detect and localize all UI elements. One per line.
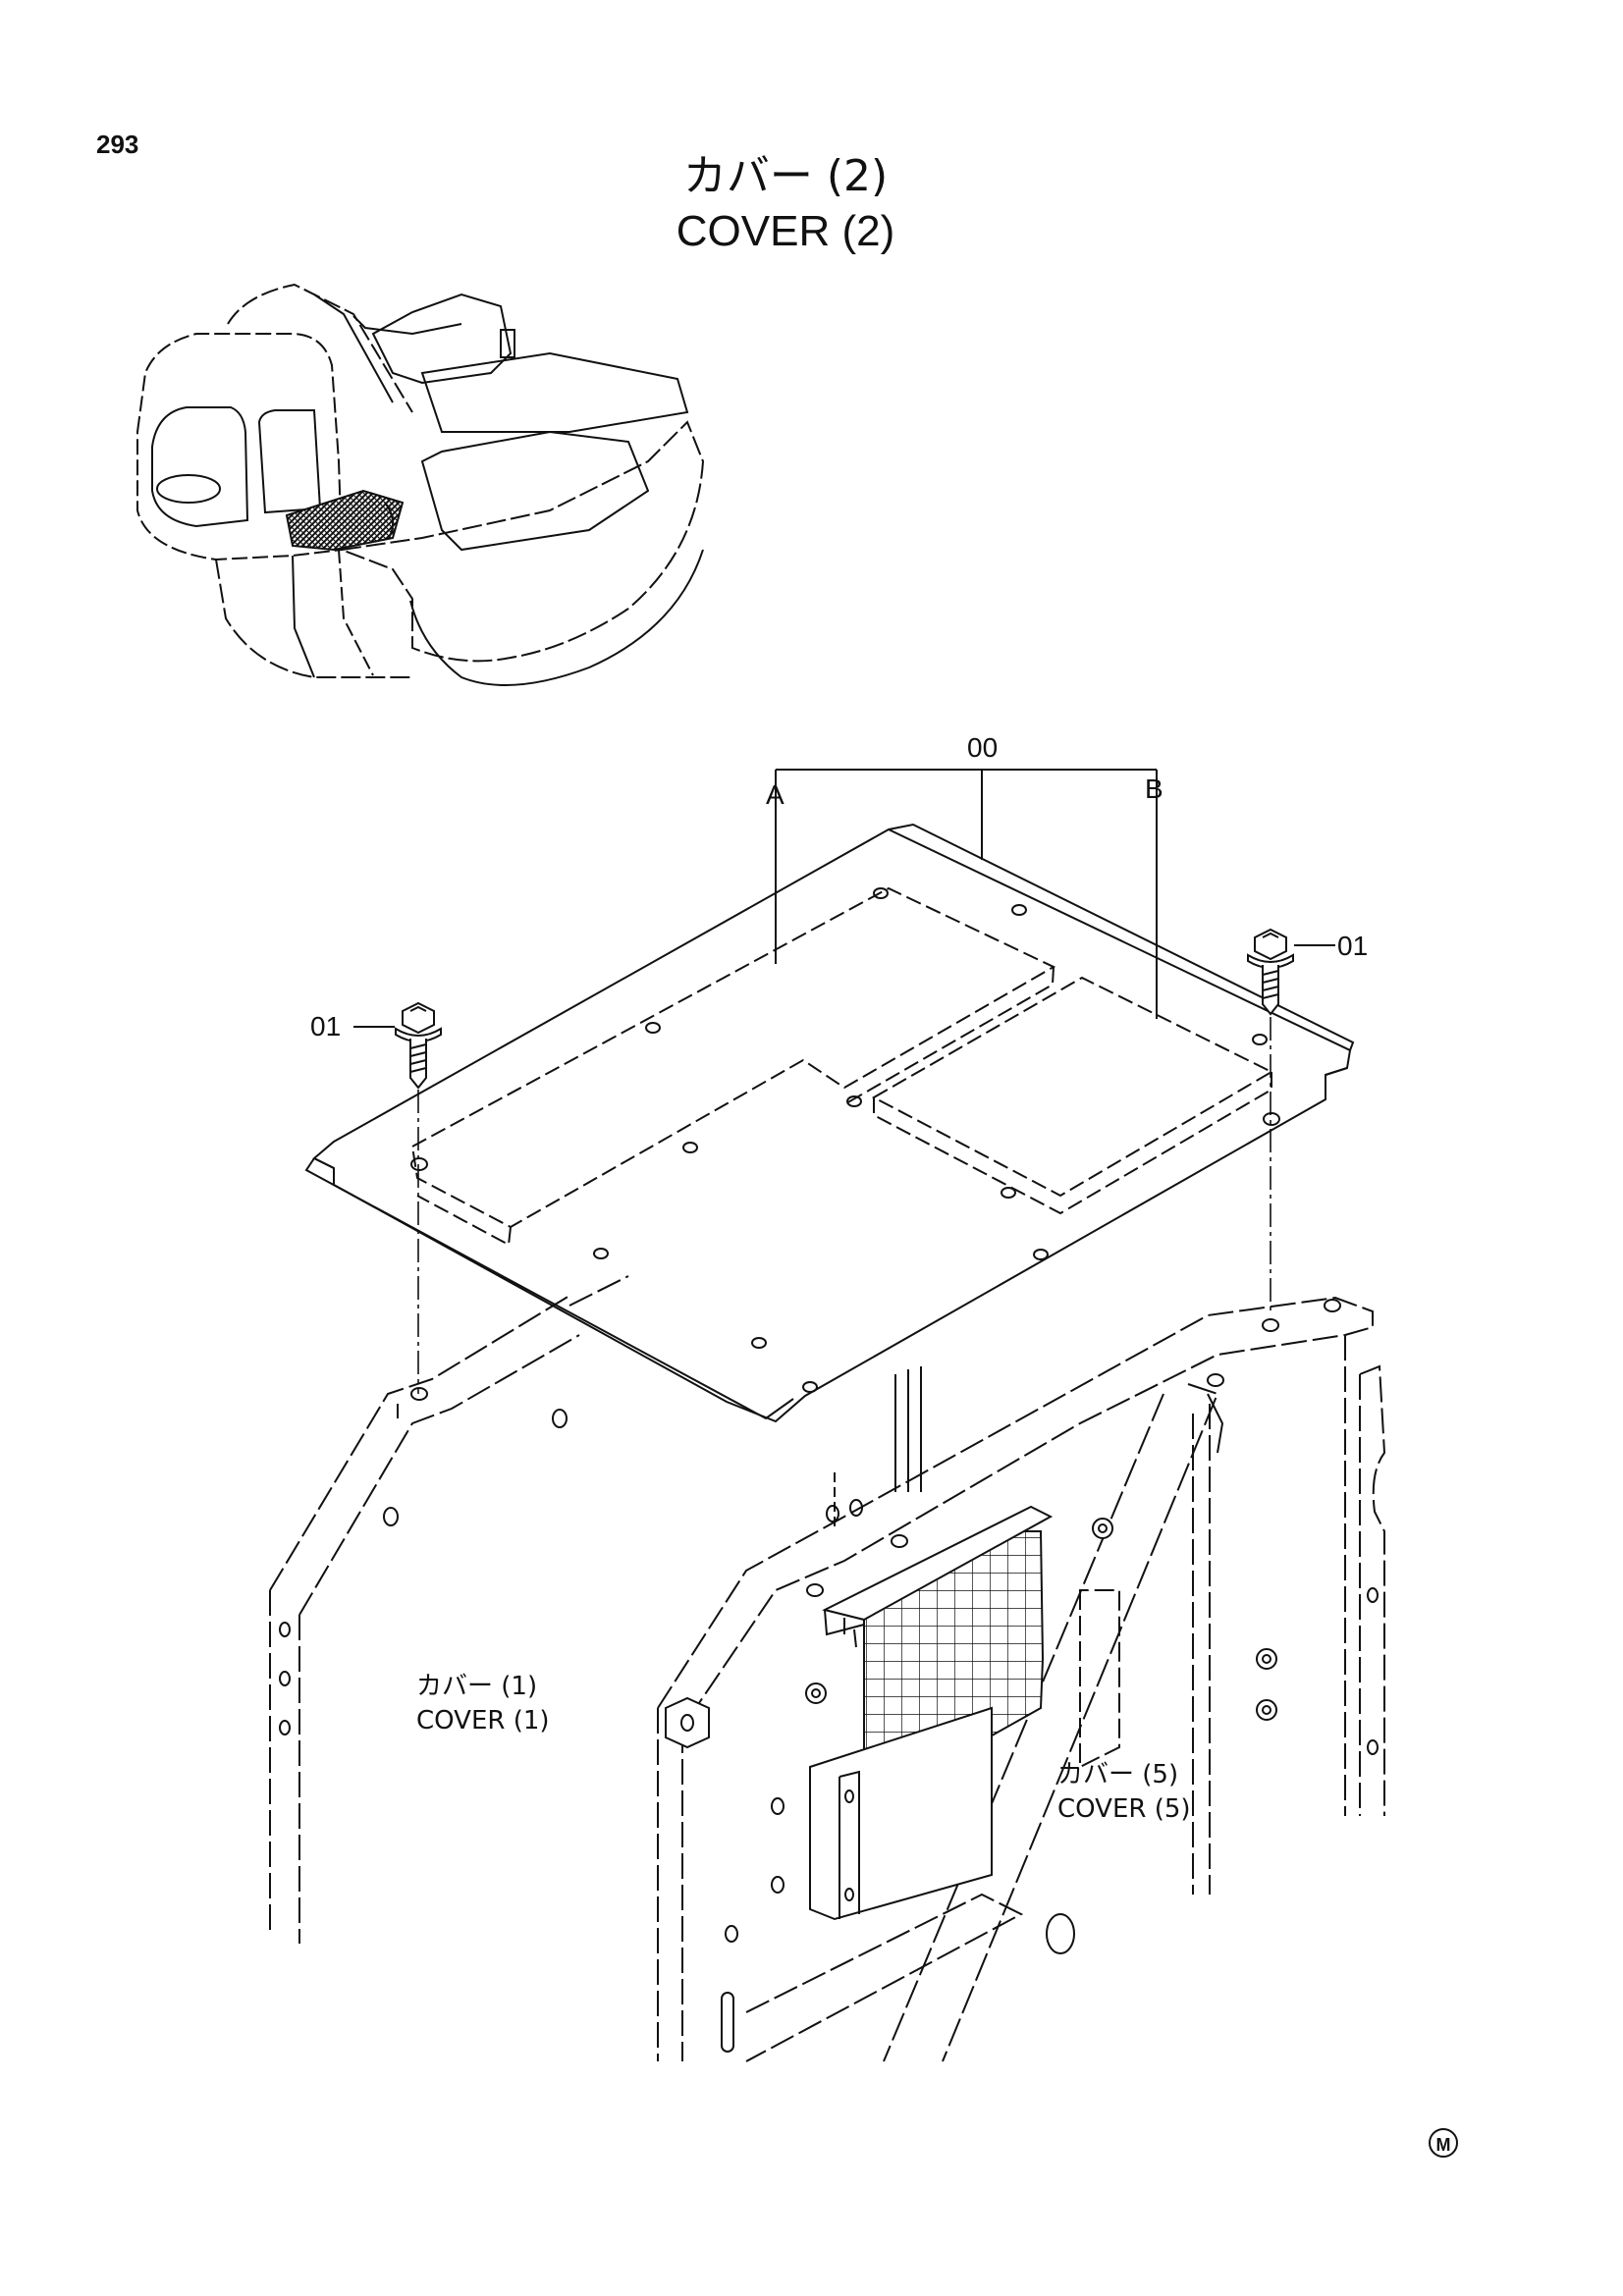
callout-sub-a: A [766,779,784,810]
related-cover-5-ja: カバー (5) [1057,1760,1179,1789]
callout-assembly: 00 [967,732,999,763]
page-title-japanese: カバー (2) [682,151,889,201]
bolt-left [353,1003,441,1088]
related-cover-5-en: COVER (5) [1057,1794,1191,1824]
lower-structure [270,1276,1384,2061]
cover-plate [306,770,1353,1421]
location-view [137,285,703,685]
related-cover-1-ja: カバー (1) [416,1672,538,1701]
page-title-english: COVER (2) [676,207,895,255]
model-mark-badge: M [1429,2128,1458,2158]
bolt-right [1248,930,1335,1014]
page-number: 293 [96,130,139,159]
callout-bolt-right: 01 [1337,931,1369,961]
callout-sub-b: B [1145,774,1163,804]
center-lines [418,1017,1271,1394]
related-cover-1-en: COVER (1) [416,1706,550,1735]
callout-bolt-left: 01 [310,1011,342,1041]
